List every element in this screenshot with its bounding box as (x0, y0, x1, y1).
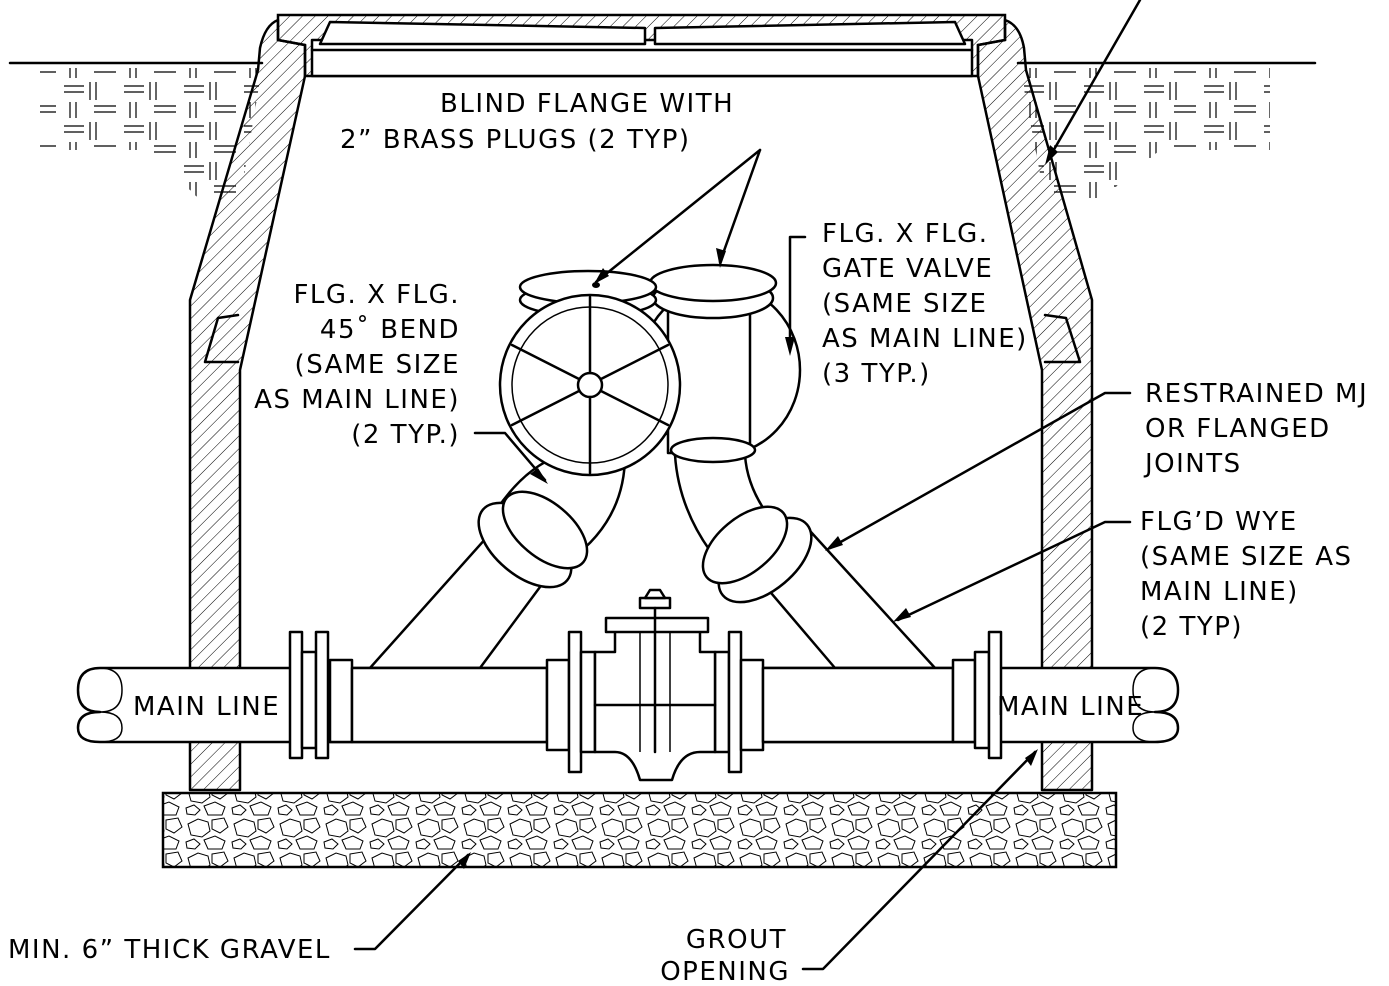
ground-left (8, 61, 264, 200)
inline-gate-valve (593, 588, 717, 782)
ground-right (1016, 61, 1317, 200)
label-45-bend: FLG. X FLG. 45˚ BEND (SAME SIZE AS MAIN … (254, 280, 460, 450)
label-restrained-line2: OR FLANGED (1145, 414, 1331, 444)
leader-lines (353, 0, 1142, 971)
label-main-line-left: MAIN LINE (133, 692, 280, 722)
bend-left (477, 453, 627, 589)
label-bend-line5: (2 TYP.) (351, 420, 460, 450)
label-restrained-line1: RESTRAINED MJ (1145, 379, 1368, 409)
label-gate-valve-line1: FLG. X FLG. (822, 219, 989, 249)
label-bend-line3: (SAME SIZE (295, 350, 460, 380)
vault-lid (276, 13, 1007, 78)
label-gravel: MIN. 6” THICK GRAVEL (8, 935, 331, 965)
label-wye-line4: (2 TYP) (1140, 612, 1243, 642)
label-gate-valve: FLG. X FLG. GATE VALVE (SAME SIZE AS MAI… (822, 219, 1028, 389)
label-wye-line2: (SAME SIZE AS (1140, 542, 1353, 572)
label-bend-line1: FLG. X FLG. (293, 280, 460, 310)
label-blind-flange: BLIND FLANGE WITH 2” BRASS PLUGS (2 TYP) (340, 89, 734, 155)
vault-wall (188, 18, 1094, 792)
bend-right (673, 453, 813, 604)
handwheel (498, 293, 682, 477)
main-line-fittings (288, 630, 1003, 774)
label-wye-line3: MAIN LINE) (1140, 577, 1299, 607)
label-blind-flange-line2: 2” BRASS PLUGS (2 TYP) (340, 125, 691, 155)
label-gate-valve-line5: (3 TYP.) (822, 359, 931, 389)
label-grout-opening: GROUT OPENING (660, 925, 790, 986)
label-gate-valve-line3: (SAME SIZE (822, 289, 987, 319)
label-gate-valve-line4: AS MAIN LINE) (822, 324, 1028, 354)
label-grout-line1: GROUT (686, 925, 787, 955)
label-bend-line2: 45˚ BEND (320, 315, 460, 345)
label-grout-line2: OPENING (660, 957, 790, 986)
label-wye: FLG’D WYE (SAME SIZE AS MAIN LINE) (2 TY… (1140, 507, 1353, 642)
label-restrained-joints: RESTRAINED MJ OR FLANGED JOINTS (1143, 379, 1368, 479)
label-blind-flange-line1: BLIND FLANGE WITH (440, 89, 734, 119)
label-gate-valve-line2: GATE VALVE (822, 254, 993, 284)
label-restrained-line3: JOINTS (1143, 449, 1242, 479)
label-bend-line4: AS MAIN LINE) (254, 385, 460, 415)
label-main-line-right: MAIN LINE (997, 692, 1144, 722)
label-wye-line1: FLG’D WYE (1140, 507, 1298, 537)
gravel-base (161, 791, 1118, 869)
